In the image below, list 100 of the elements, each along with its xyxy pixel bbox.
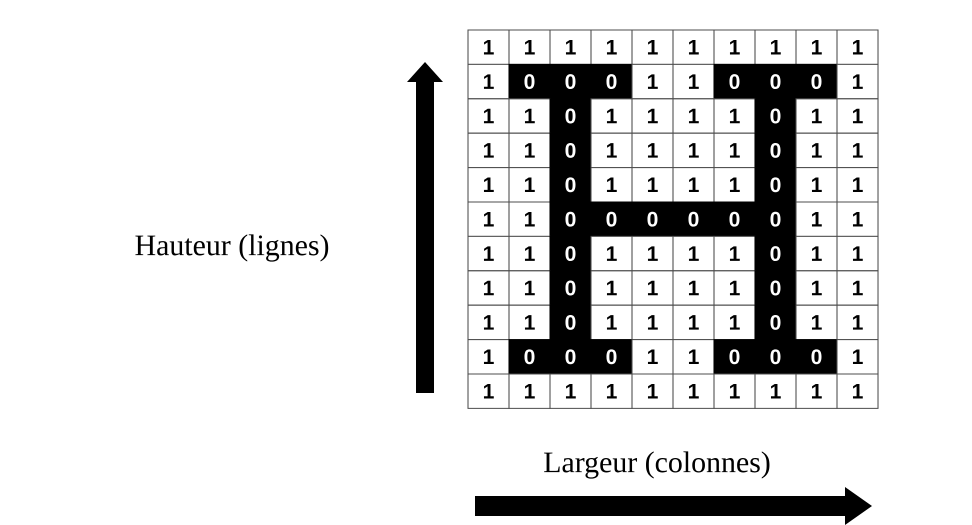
- grid-cell: 0: [754, 201, 797, 237]
- grid-cell: 1: [672, 270, 715, 306]
- grid-cell: 1: [467, 132, 510, 168]
- grid-cell: 1: [508, 98, 551, 134]
- grid-cell: 1: [672, 304, 715, 340]
- grid-cell: 1: [467, 98, 510, 134]
- grid-cell: 1: [795, 167, 838, 203]
- grid-cell: 0: [795, 339, 838, 375]
- grid-cell: 0: [590, 201, 633, 237]
- grid-cell: 1: [467, 339, 510, 375]
- grid-cell: 1: [672, 98, 715, 134]
- grid-cell: 0: [754, 236, 797, 272]
- grid-cell: 1: [672, 373, 715, 409]
- grid-cell: 1: [836, 236, 879, 272]
- grid-cell: 1: [590, 98, 633, 134]
- grid-cell: 1: [836, 29, 879, 65]
- grid-cell: 1: [713, 373, 756, 409]
- grid-cell: 1: [590, 304, 633, 340]
- grid-cell: 0: [549, 201, 592, 237]
- grid-cell: 0: [549, 132, 592, 168]
- axis-label: Largeur (colonnes): [544, 451, 770, 479]
- grid-cell: 1: [631, 132, 674, 168]
- grid-cell: 1: [713, 236, 756, 272]
- grid-cell: 1: [590, 29, 633, 65]
- grid-cell: 0: [754, 64, 797, 100]
- grid-cell: 1: [467, 201, 510, 237]
- grid-cell: 0: [549, 339, 592, 375]
- grid-cell: 0: [508, 64, 551, 100]
- grid-cell: 1: [467, 270, 510, 306]
- grid-cell: 1: [467, 64, 510, 100]
- grid-cell: 1: [508, 201, 551, 237]
- grid-cell: 1: [795, 132, 838, 168]
- grid-cell: 0: [713, 64, 756, 100]
- grid-cell: 0: [549, 236, 592, 272]
- grid-cell: 1: [467, 304, 510, 340]
- grid-cell: 0: [549, 98, 592, 134]
- grid-cell: 1: [631, 167, 674, 203]
- grid-cell: 0: [590, 339, 633, 375]
- grid-cell: 1: [672, 236, 715, 272]
- grid-cell: 0: [549, 167, 592, 203]
- grid-cell: 1: [508, 270, 551, 306]
- grid-cell: 1: [754, 373, 797, 409]
- grid-cell: 1: [467, 167, 510, 203]
- grid-cell: 1: [836, 64, 879, 100]
- grid-cell: 1: [672, 132, 715, 168]
- grid-cell: 0: [754, 132, 797, 168]
- grid-cell: 1: [672, 339, 715, 375]
- axis-label: Hauteur (lignes): [135, 234, 328, 262]
- grid-cell: 0: [549, 64, 592, 100]
- grid-cell: 1: [713, 29, 756, 65]
- grid-cell: 1: [508, 29, 551, 65]
- grid-cell: 1: [836, 373, 879, 409]
- grid-cell: 1: [631, 373, 674, 409]
- grid-cell: 1: [467, 29, 510, 65]
- grid-cell: 0: [549, 270, 592, 306]
- grid-cell: 1: [508, 132, 551, 168]
- grid-cell: 1: [631, 98, 674, 134]
- grid-cell: 1: [795, 236, 838, 272]
- grid-cell: 1: [467, 373, 510, 409]
- grid-cell: 1: [508, 236, 551, 272]
- grid-cell: 1: [836, 339, 879, 375]
- grid-cell: 1: [590, 373, 633, 409]
- grid-cell: 1: [754, 29, 797, 65]
- grid-cell: 1: [713, 304, 756, 340]
- grid-cell: 1: [713, 270, 756, 306]
- grid-cell: 1: [467, 236, 510, 272]
- grid-cell: 0: [754, 167, 797, 203]
- grid-cell: 1: [631, 64, 674, 100]
- grid-cell: 1: [836, 270, 879, 306]
- grid-cell: 1: [713, 167, 756, 203]
- grid-cell: 1: [631, 236, 674, 272]
- grid-cell: 1: [836, 132, 879, 168]
- grid-cell: 1: [795, 270, 838, 306]
- grid-cell: 1: [836, 304, 879, 340]
- grid-cell: 1: [549, 373, 592, 409]
- grid-cell: 1: [672, 29, 715, 65]
- grid-cell: 0: [631, 201, 674, 237]
- grid-cell: 0: [754, 339, 797, 375]
- grid-cell: 1: [590, 167, 633, 203]
- grid-cell: 0: [713, 339, 756, 375]
- grid-cell: 1: [590, 270, 633, 306]
- grid-cell: 1: [795, 98, 838, 134]
- grid-cell: 1: [631, 339, 674, 375]
- grid-cell: 1: [836, 167, 879, 203]
- grid-cell: 1: [631, 270, 674, 306]
- grid-cell: 1: [508, 167, 551, 203]
- grid-cell: 1: [713, 132, 756, 168]
- grid-cell: 1: [836, 98, 879, 134]
- grid-cell: 1: [631, 29, 674, 65]
- grid-cell: 0: [713, 201, 756, 237]
- grid-cell: 1: [508, 304, 551, 340]
- grid-cell: 0: [672, 201, 715, 237]
- grid-cell: 1: [672, 167, 715, 203]
- grid-cell: 1: [795, 201, 838, 237]
- grid-cell: 1: [508, 373, 551, 409]
- grid-cell: 0: [795, 64, 838, 100]
- grid-cell: 0: [590, 64, 633, 100]
- grid-cell: 1: [631, 304, 674, 340]
- grid-cell: 0: [549, 304, 592, 340]
- grid-cell: 1: [672, 64, 715, 100]
